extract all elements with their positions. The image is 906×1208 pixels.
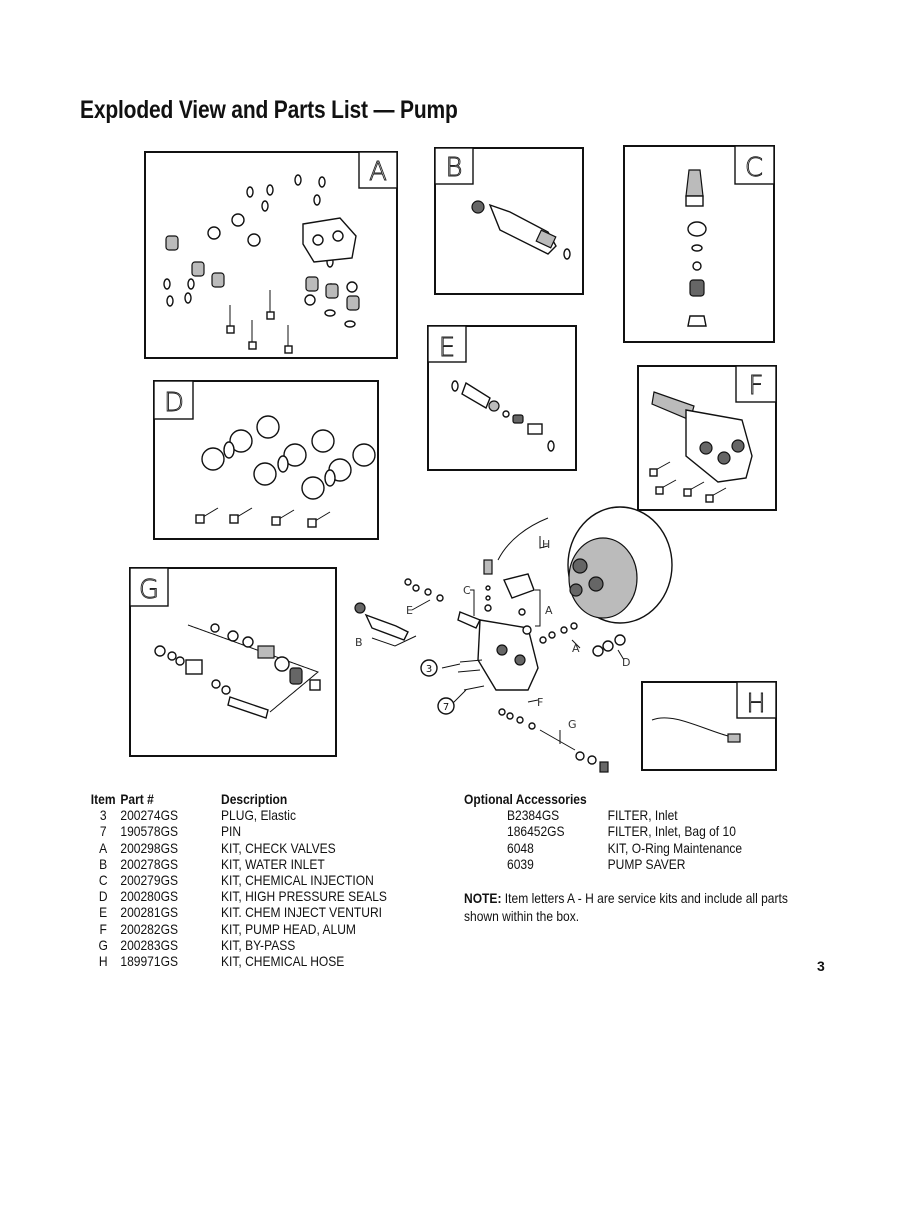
callout-a-upper: A xyxy=(545,604,553,617)
pump-assembly: C A A B E D F G H 3 7 xyxy=(354,506,673,773)
header-part: Part # xyxy=(120,791,154,807)
row-item: B xyxy=(99,855,108,872)
accessory-part: 186452GS xyxy=(507,823,565,840)
page-number: 3 xyxy=(817,958,825,974)
kit-c-tag: C xyxy=(745,153,763,183)
callout-7: 7 xyxy=(443,702,449,713)
note-text: Item letters A - H are service kits and … xyxy=(464,890,788,924)
callout-c: C xyxy=(463,584,471,597)
callout-a-lower: A xyxy=(572,642,580,655)
kit-f-tag: F xyxy=(749,371,764,401)
list-item: 6048 KIT, O-Ring Maintenance xyxy=(464,840,814,856)
row-item: A xyxy=(99,839,108,856)
accessories-heading: Optional Accessories xyxy=(464,791,587,807)
table-row: E 200281GS KIT. CHEM INJECT VENTURI xyxy=(86,904,427,920)
accessory-description: FILTER, Inlet, Bag of 10 xyxy=(607,823,736,840)
row-part: 200281GS xyxy=(120,904,178,921)
row-description: KIT, BY-PASS xyxy=(221,936,296,953)
row-description: KIT, HIGH PRESSURE SEALS xyxy=(221,888,387,905)
kit-h-box: H xyxy=(641,681,777,771)
row-item: C xyxy=(98,872,108,889)
service-kit-note: NOTE: Item letters A - H are service kit… xyxy=(464,889,825,925)
table-row: A 200298GS KIT, CHECK VALVES xyxy=(86,840,427,856)
kit-g-box: G xyxy=(129,567,337,757)
callout-f: F xyxy=(537,696,543,709)
kit-c-box: C xyxy=(623,145,775,343)
table-row: B 200278GS KIT, WATER INLET xyxy=(86,856,427,872)
row-item: 7 xyxy=(99,823,107,840)
row-description: KIT, WATER INLET xyxy=(221,855,325,872)
row-description: PLUG, Elastic xyxy=(221,807,296,824)
table-row: 3 200274GS PLUG, Elastic xyxy=(86,807,427,823)
accessory-description: KIT, O-Ring Maintenance xyxy=(607,839,743,856)
row-part: 200278GS xyxy=(120,855,178,872)
accessory-part: B2384GS xyxy=(507,807,560,824)
accessory-part: 6039 xyxy=(507,855,534,872)
list-item: 6039 PUMP SAVER xyxy=(464,856,814,872)
parts-list-table: Item Part # Description 3 200274GS PLUG, E… xyxy=(86,791,427,969)
accessory-part: 6048 xyxy=(507,839,534,856)
header-description: Description xyxy=(221,791,288,807)
row-item: 3 xyxy=(99,807,107,824)
row-item: H xyxy=(98,953,108,970)
kit-e-box: E xyxy=(427,325,577,471)
row-item: G xyxy=(98,936,108,953)
row-description: KIT, CHECK VALVES xyxy=(221,839,336,856)
row-part: 190578GS xyxy=(120,823,178,840)
table-row: H 189971GS KIT, CHEMICAL HOSE xyxy=(86,953,427,969)
table-row: D 200280GS KIT, HIGH PRESSURE SEALS xyxy=(86,888,427,904)
list-item: 186452GS FILTER, Inlet, Bag of 10 xyxy=(464,823,814,839)
table-row: 7 190578GS PIN xyxy=(86,823,427,839)
optional-accessories: Optional Accessories B2384GS FILTER, Inle… xyxy=(464,791,814,872)
callout-e: E xyxy=(406,604,413,617)
kit-d-tag: D xyxy=(164,388,184,418)
row-description: KIT, CHEMICAL HOSE xyxy=(221,953,345,970)
list-item: B2384GS FILTER, Inlet xyxy=(464,807,814,823)
header-item: Item xyxy=(90,791,116,807)
kit-g-tag: G xyxy=(139,575,159,605)
page-title: Exploded View and Parts List — Pump xyxy=(80,96,458,124)
callout-3: 3 xyxy=(426,664,432,675)
row-description: PIN xyxy=(221,823,242,840)
row-description: KIT, CHEMICAL INJECTION xyxy=(221,872,374,889)
table-row: C 200279GS KIT, CHEMICAL INJECTION xyxy=(86,872,427,888)
row-description: KIT, PUMP HEAD, ALUM xyxy=(221,920,356,937)
kit-a-box: A xyxy=(144,151,398,359)
row-part: 200279GS xyxy=(120,872,178,889)
row-part: 200282GS xyxy=(120,920,178,937)
table-row: F 200282GS KIT, PUMP HEAD, ALUM xyxy=(86,921,427,937)
callout-g: G xyxy=(568,718,577,731)
kit-b-box: B xyxy=(434,147,584,295)
kit-h-tag: H xyxy=(746,689,766,719)
row-item: F xyxy=(99,920,107,937)
row-part: 200298GS xyxy=(120,839,178,856)
callout-b: B xyxy=(355,636,363,649)
accessory-description: PUMP SAVER xyxy=(607,855,686,872)
kit-e-tag: E xyxy=(439,333,455,363)
parts-list-header: Item Part # Description xyxy=(86,791,427,807)
note-label: NOTE: xyxy=(464,890,502,906)
accessory-description: FILTER, Inlet xyxy=(607,807,678,824)
row-part: 189971GS xyxy=(120,953,178,970)
row-part: 200274GS xyxy=(120,807,178,824)
row-part: 200283GS xyxy=(120,936,178,953)
row-description: KIT. CHEM INJECT VENTURI xyxy=(221,904,383,921)
callout-h: H xyxy=(542,538,550,551)
row-item: D xyxy=(98,888,108,905)
table-row: G 200283GS KIT, BY-PASS xyxy=(86,937,427,953)
kit-d-box: D xyxy=(153,380,379,540)
row-item: E xyxy=(99,904,108,921)
row-part: 200280GS xyxy=(120,888,178,905)
kit-b-tag: B xyxy=(445,153,462,183)
callout-d: D xyxy=(622,656,630,669)
kit-f-box: F xyxy=(637,365,777,511)
kit-a-tag: A xyxy=(369,157,387,187)
